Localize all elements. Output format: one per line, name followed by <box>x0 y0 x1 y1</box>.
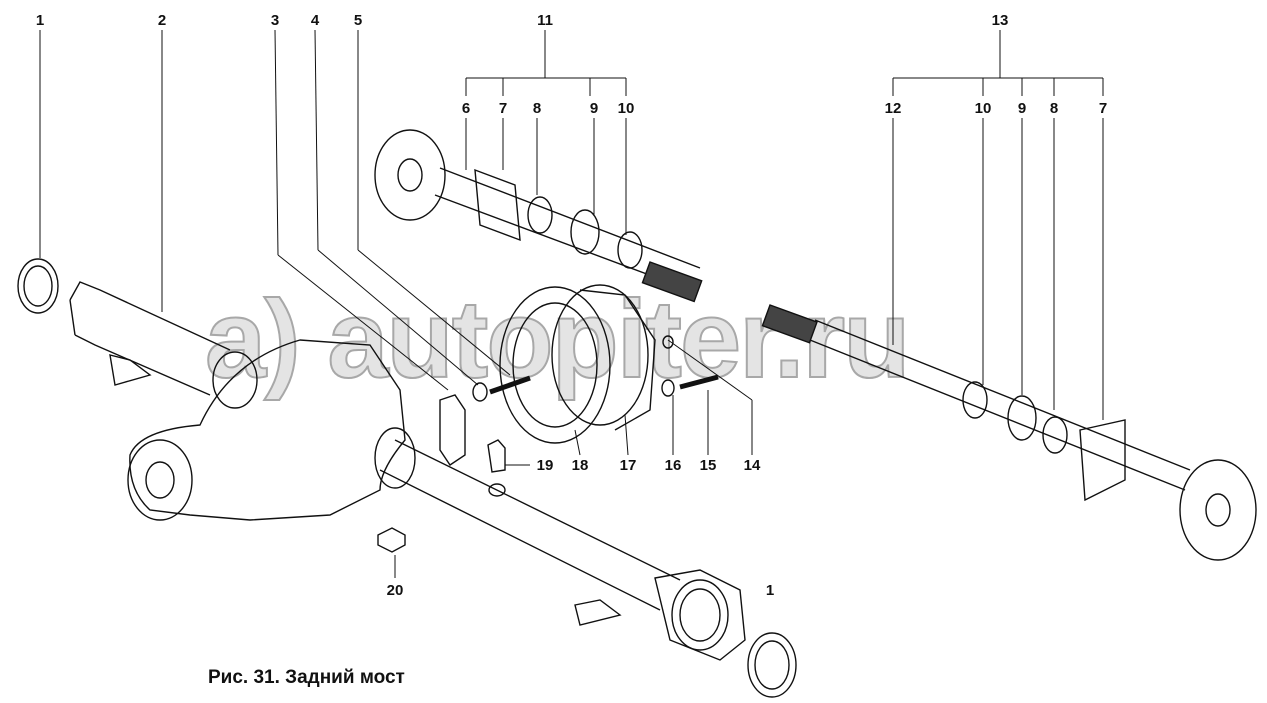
callout-8: 8 <box>532 100 542 117</box>
half-shaft-left <box>374 129 703 303</box>
callout-3: 3 <box>270 12 280 29</box>
callout-9-right: 9 <box>1017 100 1027 117</box>
oil-seal-right <box>747 632 797 698</box>
bolt-15 <box>679 374 719 390</box>
callout-19: 19 <box>536 457 554 474</box>
callout-10: 10 <box>617 100 635 117</box>
callout-8-right: 8 <box>1049 100 1059 117</box>
callout-16: 16 <box>664 457 682 474</box>
half-shaft-right <box>761 304 1257 561</box>
callout-17: 17 <box>619 457 637 474</box>
bolt-5 <box>489 375 531 395</box>
callout-9: 9 <box>589 100 599 117</box>
callout-13: 13 <box>991 12 1009 29</box>
drain-plug <box>377 527 406 553</box>
callout-1-right: 1 <box>765 582 775 599</box>
callout-20: 20 <box>386 582 404 599</box>
callout-11: 11 <box>537 12 553 29</box>
ring-gear-17 <box>551 284 649 426</box>
differential-case-18 <box>499 286 611 444</box>
grease-fitting <box>487 439 506 473</box>
leader-lines <box>39 29 1104 578</box>
callout-14: 14 <box>743 457 761 474</box>
callout-12: 12 <box>884 100 902 117</box>
axle-housing <box>69 281 746 661</box>
callout-6: 6 <box>461 100 471 117</box>
callout-5: 5 <box>353 12 363 29</box>
callout-18: 18 <box>571 457 589 474</box>
callout-15: 15 <box>699 457 717 474</box>
watermark: a) autopiter.ru <box>204 278 911 401</box>
callout-4: 4 <box>310 12 320 29</box>
washer-4 <box>472 382 488 402</box>
callout-2: 2 <box>157 12 167 29</box>
oil-seal-left <box>17 258 59 314</box>
pin-14 <box>662 335 674 349</box>
bearing-cap <box>439 394 466 466</box>
callout-7: 7 <box>498 100 508 117</box>
breather-boss <box>488 483 506 497</box>
figure-caption: Рис. 31. Задний мост <box>208 667 405 688</box>
callout-10-right: 10 <box>974 100 992 117</box>
washer-16 <box>661 379 675 397</box>
callout-7-right: 7 <box>1098 100 1108 117</box>
callout-1: 1 <box>35 12 45 29</box>
